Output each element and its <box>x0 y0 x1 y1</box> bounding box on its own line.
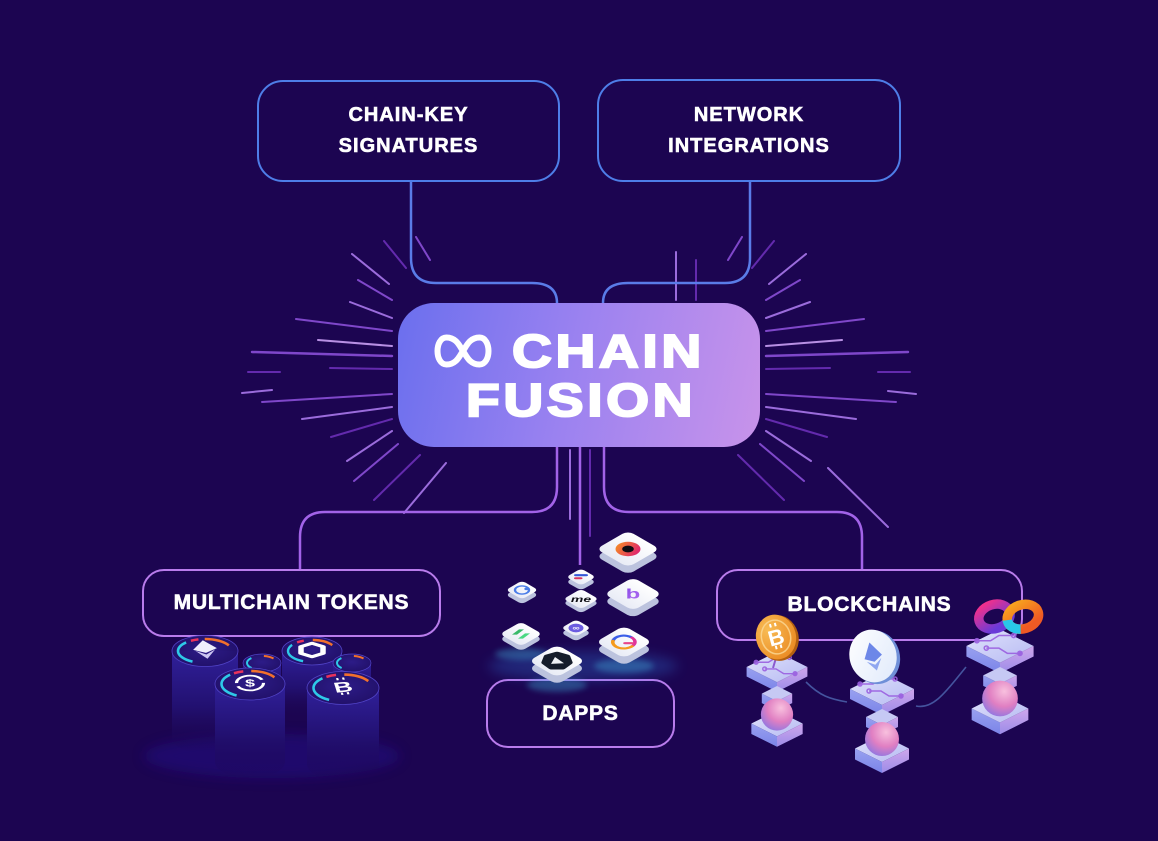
node-blockchains: BLOCKCHAINS <box>716 569 1023 641</box>
pedestal-icp <box>965 628 1035 735</box>
chainlink-token-cylinder <box>281 636 343 719</box>
node-label-line: SIGNATURES <box>338 135 479 158</box>
top-connectors <box>409 182 752 304</box>
me-app-tile: me <box>565 589 597 613</box>
bitcoin-token-icon: B <box>331 677 355 696</box>
chain-fusion-hub: CHAIN FUSION <box>398 303 760 447</box>
node-multichain-tokens: MULTICHAIN TOKENS <box>142 569 441 637</box>
pedestal-links <box>805 666 967 708</box>
pedestal-bitcoin <box>745 651 809 748</box>
infinity-icon <box>434 334 492 367</box>
brand-lockup: CHAIN FUSION <box>398 327 702 424</box>
node-dapps: DAPPS <box>486 679 675 748</box>
heptagon-play-icon <box>541 651 573 670</box>
node-label: DAPPS <box>542 701 619 725</box>
node-label-line: NETWORK <box>693 103 805 126</box>
dapp-tiles: b me <box>488 532 678 692</box>
green-zigzag-icon <box>512 629 530 639</box>
stablecoin-dollar-icon: $ <box>234 674 266 692</box>
plain-token-cylinder <box>242 653 282 699</box>
brand-line-1: CHAIN <box>511 324 705 377</box>
bitcoin-token-cylinder: B <box>306 671 380 781</box>
pedestal-ethereum <box>849 672 915 774</box>
chainlink-token-icon <box>298 641 326 659</box>
bottom-connectors <box>298 447 864 569</box>
blue-ring-dot-icon <box>513 585 531 595</box>
ring-dot-app-tile <box>507 581 537 604</box>
stablecoin-token-cylinder: $ <box>214 667 286 778</box>
bioniq-app-tile: b <box>607 579 659 617</box>
node-label-line: INTEGRATIONS <box>668 134 830 157</box>
rainbow-ring-app-tile <box>594 627 654 673</box>
flag-app-tile <box>568 569 594 590</box>
node-chain-key-signatures: CHAIN-KEY SIGNATURES <box>257 80 560 182</box>
node-network-integrations: NETWORK INTEGRATIONS <box>597 79 901 182</box>
openchat-app-tile: ∞ <box>563 620 589 641</box>
dscvr-donut-icon <box>615 541 641 557</box>
svg-text:B: B <box>331 679 354 696</box>
dscvr-app-tile <box>599 532 657 573</box>
node-label: BLOCKCHAINS <box>787 593 952 617</box>
node-label: MULTICHAIN TOKENS <box>173 591 410 615</box>
me-text-icon: me <box>571 596 592 604</box>
flag-icon <box>574 574 588 580</box>
ethereum-token-icon <box>193 640 217 659</box>
rainbow-ring-icon <box>611 634 637 650</box>
multichain-token-cylinders: $ B <box>144 635 400 781</box>
svg-text:$: $ <box>245 678 255 689</box>
bioniq-b-icon: b <box>626 587 641 603</box>
plain-token-cylinder <box>332 653 372 704</box>
svg-text:∞: ∞ <box>572 624 581 631</box>
green-zigzag-app-tile <box>495 623 547 660</box>
node-label-line: CHAIN-KEY <box>348 104 469 127</box>
openchat-circle-icon <box>568 623 584 633</box>
ethereum-token-cylinder <box>171 635 239 753</box>
brand-line-2: FUSION <box>465 373 697 426</box>
